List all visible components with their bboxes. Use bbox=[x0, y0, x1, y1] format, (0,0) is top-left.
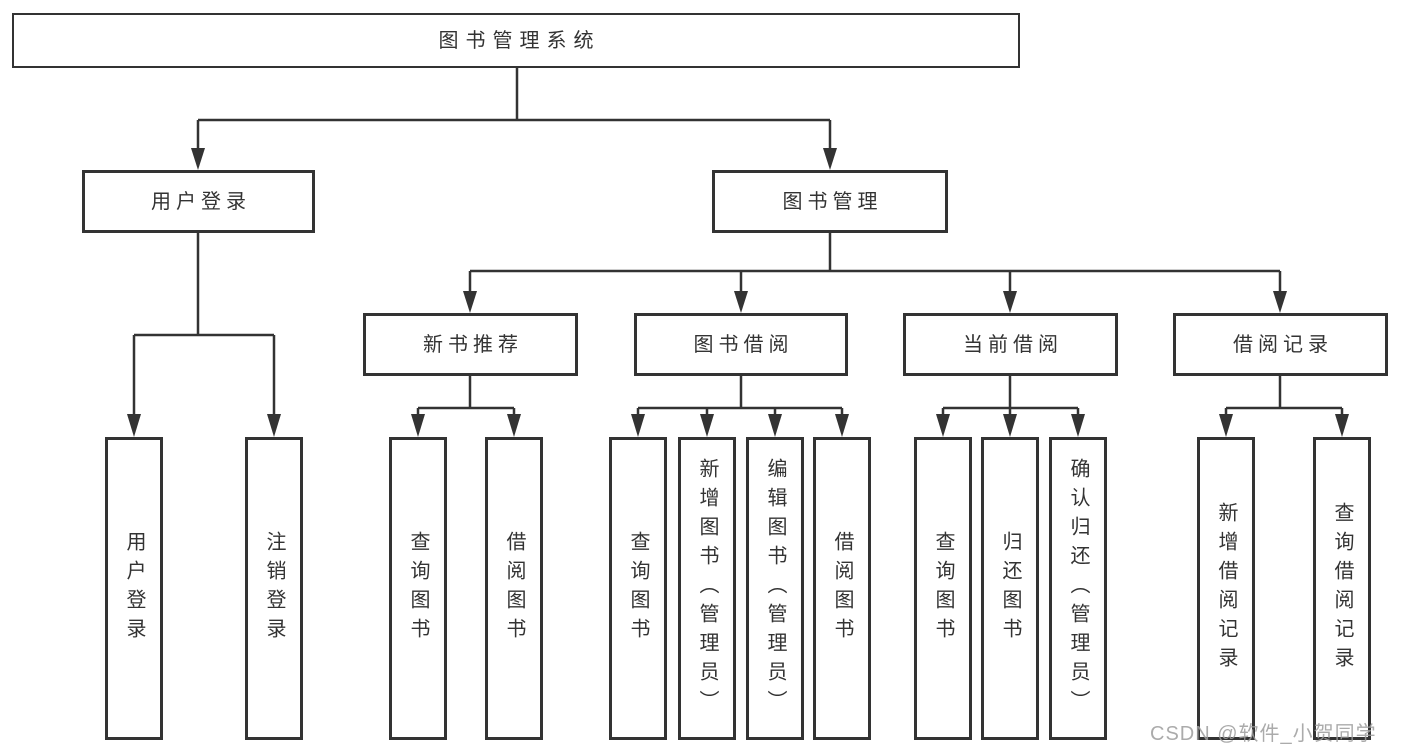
connector-userlogin-to-leaves bbox=[127, 233, 281, 437]
leaf-add-books-admin-label: 新增图书（管理员） bbox=[696, 458, 718, 719]
connector-bookmgmt-to-level3 bbox=[463, 233, 1287, 313]
leaf-query-books-recommend-label: 查询图书 bbox=[407, 530, 429, 647]
node-current-borrowing: 当前借阅 bbox=[903, 313, 1118, 376]
leaf-return-books-label: 归还图书 bbox=[999, 530, 1021, 647]
node-new-book-recommend-label: 新书推荐 bbox=[423, 333, 523, 356]
leaf-borrow-books: 借阅图书 bbox=[813, 437, 871, 740]
leaf-borrow-books-recommend: 借阅图书 bbox=[485, 437, 543, 740]
node-borrowing-records-label: 借阅记录 bbox=[1233, 333, 1333, 356]
node-root-system: 图书管理系统 bbox=[12, 13, 1020, 68]
leaf-add-borrow-record: 新增借阅记录 bbox=[1197, 437, 1255, 740]
node-user-login: 用户登录 bbox=[82, 170, 315, 233]
node-book-borrowing-label: 图书借阅 bbox=[693, 333, 794, 356]
leaf-user-login-label: 用户登录 bbox=[123, 530, 145, 647]
node-user-login-label: 用户登录 bbox=[151, 190, 251, 213]
leaf-query-books-borrowing-label: 查询图书 bbox=[627, 530, 649, 647]
leaf-query-borrow-record-label: 查询借阅记录 bbox=[1331, 501, 1353, 676]
connector-newbook-to-leaves bbox=[411, 376, 521, 437]
leaf-borrow-books-recommend-label: 借阅图书 bbox=[503, 530, 525, 647]
node-book-borrowing: 图书借阅 bbox=[634, 313, 848, 376]
leaf-add-borrow-record-label: 新增借阅记录 bbox=[1215, 501, 1237, 676]
leaf-query-books-current-label: 查询图书 bbox=[932, 530, 954, 647]
node-current-borrowing-label: 当前借阅 bbox=[963, 333, 1063, 356]
leaf-confirm-return-admin-label: 确认归还（管理员） bbox=[1067, 458, 1089, 719]
node-book-management-label: 图书管理 bbox=[782, 190, 883, 213]
leaf-query-books-recommend: 查询图书 bbox=[389, 437, 447, 740]
leaf-logout: 注销登录 bbox=[245, 437, 303, 740]
leaf-query-books-current: 查询图书 bbox=[914, 437, 972, 740]
leaf-borrow-books-label: 借阅图书 bbox=[831, 530, 853, 647]
leaf-edit-books-admin-label: 编辑图书（管理员） bbox=[764, 458, 786, 719]
connector-borrowrecords-to-leaves bbox=[1219, 376, 1349, 437]
leaf-add-books-admin: 新增图书（管理员） bbox=[678, 437, 736, 740]
leaf-query-books-borrowing: 查询图书 bbox=[609, 437, 667, 740]
node-new-book-recommend: 新书推荐 bbox=[363, 313, 578, 376]
node-book-management: 图书管理 bbox=[712, 170, 948, 233]
leaf-return-books: 归还图书 bbox=[981, 437, 1039, 740]
leaf-edit-books-admin: 编辑图书（管理员） bbox=[746, 437, 804, 740]
leaf-user-login: 用户登录 bbox=[105, 437, 163, 740]
node-root-label: 图书管理系统 bbox=[438, 29, 601, 52]
leaf-confirm-return-admin: 确认归还（管理员） bbox=[1049, 437, 1107, 740]
leaf-logout-label: 注销登录 bbox=[263, 530, 285, 647]
connector-bookborrow-to-leaves bbox=[631, 376, 849, 437]
leaf-query-borrow-record: 查询借阅记录 bbox=[1313, 437, 1371, 740]
connector-root-to-level2 bbox=[191, 68, 837, 170]
connector-currentborrow-to-leaves bbox=[936, 376, 1085, 437]
csdn-watermark: CSDN @软件_小贺同学 bbox=[1150, 723, 1377, 745]
node-borrowing-records: 借阅记录 bbox=[1173, 313, 1388, 376]
